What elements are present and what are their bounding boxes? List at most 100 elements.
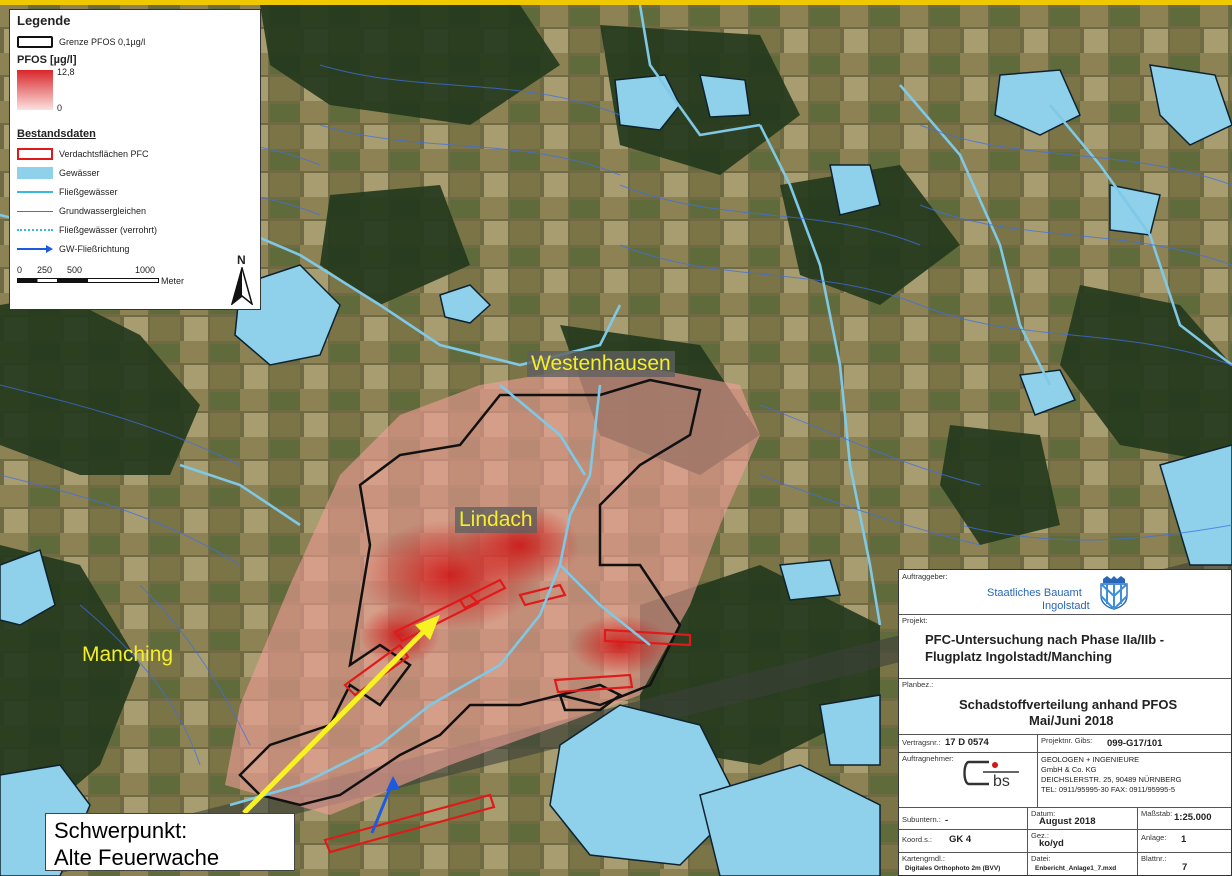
legend-water-label: Gewässer bbox=[59, 168, 100, 178]
contractor-line-3: DEICHSLERSTR. 25, 90489 NÜRNBERG bbox=[1041, 775, 1182, 784]
legend-row-gw-direction: GW-Fließrichtung bbox=[17, 243, 129, 255]
project-line-1: PFC-Untersuchung nach Phase IIa/IIb - bbox=[925, 632, 1165, 647]
gw-flow-arrow bbox=[370, 776, 400, 834]
scale-unit: Meter bbox=[161, 276, 185, 286]
gibs-logo-icon: bs bbox=[963, 760, 1019, 790]
scale-tick-0: 0 bbox=[17, 265, 23, 275]
divider bbox=[1037, 752, 1038, 807]
top-border bbox=[0, 0, 1232, 5]
coord-row bbox=[899, 829, 1231, 830]
stream-symbol bbox=[17, 186, 53, 198]
legend-stream-piped-label: Fließgewässer (verrohrt) bbox=[59, 225, 158, 235]
water-bodies bbox=[0, 64, 1232, 876]
scale-value: 1:25.000 bbox=[1174, 812, 1212, 823]
callout-line-2: Alte Feuerwache bbox=[54, 845, 220, 870]
coord-value: GK 4 bbox=[949, 834, 972, 845]
scale-tick-500: 500 bbox=[67, 265, 83, 275]
map-legend: Legende Grenze PFOS 0,1µg/l PFOS [µg/l] … bbox=[9, 9, 261, 310]
client-name-1: Staatliches Bauamt bbox=[987, 587, 1082, 599]
gw-direction-arrow-icon bbox=[17, 243, 53, 255]
callout-line-1: Schwerpunkt: bbox=[54, 818, 188, 843]
sheet-value: 7 bbox=[1182, 862, 1188, 873]
place-label-lindach: Lindach bbox=[455, 507, 537, 533]
legend-row-boundary: Grenze PFOS 0,1µg/l bbox=[17, 36, 145, 48]
legend-row-suspect: Verdachtsflächen PFC bbox=[17, 148, 149, 160]
title-block: Auftraggeber: Staatliches Bauamt Ingolst… bbox=[898, 569, 1232, 876]
pfos-boundary-line bbox=[238, 378, 702, 807]
project-cell bbox=[899, 614, 1231, 684]
legend-gw-direction-label: GW-Fließrichtung bbox=[59, 244, 130, 254]
bavaria-coat-of-arms-icon bbox=[1100, 576, 1128, 610]
hotspot-callout: Schwerpunkt: Alte Feuerwache bbox=[45, 813, 295, 871]
pfos-boundary-line-small bbox=[558, 683, 623, 712]
project-number: 099-G17/101 bbox=[1107, 738, 1163, 749]
north-label: N bbox=[237, 253, 246, 267]
date-label: Datum: bbox=[1031, 809, 1056, 818]
place-label-manching: Manching bbox=[82, 643, 174, 666]
north-arrow-icon bbox=[231, 267, 253, 305]
legend-row-gw-contours: Grundwassergleichen bbox=[17, 205, 146, 217]
drawn-value: ko/yd bbox=[1039, 838, 1064, 849]
legend-row-water: Gewässer bbox=[17, 167, 100, 179]
plan-cell bbox=[899, 678, 1231, 679]
sub-row bbox=[899, 807, 1231, 808]
contract-label: Vertragsnr.: bbox=[902, 738, 941, 747]
contractor-row bbox=[899, 752, 1231, 753]
place-label-westenhausen: Westenhausen bbox=[527, 351, 675, 377]
legend-title: Legende bbox=[17, 13, 71, 28]
base-row bbox=[899, 852, 1231, 853]
gw-contour-symbol bbox=[17, 205, 53, 217]
base-label: Kartengrndl.: bbox=[902, 854, 945, 863]
water-body-symbol bbox=[17, 167, 53, 179]
plan-line-2: Mai/Juni 2018 bbox=[1029, 713, 1114, 728]
legend-pfos-title: PFOS [µg/l] bbox=[17, 54, 77, 66]
svg-text:bs: bs bbox=[993, 773, 1010, 790]
pfos-max-label: 12,8 bbox=[57, 67, 75, 77]
scale-bar-graphic bbox=[17, 278, 159, 283]
contract-number: 17 D 0574 bbox=[945, 737, 989, 748]
scale-label: Maßstab: bbox=[1141, 809, 1173, 818]
streams bbox=[0, 5, 1232, 807]
legend-section-title: Bestandsdaten bbox=[17, 128, 96, 140]
divider bbox=[1137, 807, 1138, 875]
project-line-2: Flugplatz Ingolstadt/Manching bbox=[925, 649, 1113, 664]
legend-stream-label: Fließgewässer bbox=[59, 187, 118, 197]
drawn-label: Gez.: bbox=[1031, 831, 1049, 840]
boundary-symbol bbox=[17, 36, 53, 48]
scale-tick-250: 250 bbox=[37, 265, 53, 275]
sheet-label: Blattnr.: bbox=[1141, 854, 1167, 863]
annex-label: Anlage: bbox=[1141, 833, 1167, 842]
contractor-line-2: GmbH & Co. KG bbox=[1041, 765, 1097, 774]
forest-areas bbox=[0, 5, 1232, 835]
project-label: Projekt: bbox=[902, 616, 928, 625]
divider bbox=[1027, 807, 1028, 875]
pfos-hotspots bbox=[360, 505, 670, 675]
pfos-gradient-swatch bbox=[17, 70, 53, 110]
legend-gw-contours-label: Grundwassergleichen bbox=[59, 206, 147, 216]
suspect-area-symbol bbox=[17, 148, 53, 160]
contract-row bbox=[899, 734, 1231, 735]
contractor-line-1: GEOLOGEN + INGENIEURE bbox=[1041, 755, 1140, 764]
suspect-areas bbox=[323, 578, 692, 854]
plan-label: Planbez.: bbox=[902, 680, 934, 689]
plan-line-1: Schadstoffverteilung anhand PFOS bbox=[959, 697, 1178, 712]
contractor-label: Auftragnehmer: bbox=[902, 754, 954, 763]
client-name-2: Ingolstadt bbox=[1042, 600, 1090, 612]
sub-label: Subuntern.: bbox=[902, 815, 941, 824]
date-value: August 2018 bbox=[1039, 816, 1096, 827]
legend-boundary-label: Grenze PFOS 0,1µg/l bbox=[59, 37, 146, 47]
annex-value: 1 bbox=[1181, 834, 1187, 845]
divider bbox=[1037, 734, 1038, 752]
pfos-min-label: 0 bbox=[57, 103, 63, 113]
client-label: Auftraggeber: bbox=[902, 572, 948, 581]
scale-tick-1000: 1000 bbox=[135, 265, 156, 275]
file-value: Enbericht_Anlage1_7.mxd bbox=[1035, 865, 1117, 872]
project-number-label: Projektnr. Gibs: bbox=[1041, 736, 1093, 745]
legend-row-stream: Fließgewässer bbox=[17, 186, 118, 198]
file-label: Datei: bbox=[1031, 854, 1051, 863]
hotspot-pointer-arrow bbox=[242, 615, 440, 815]
coord-label: Koord.s.: bbox=[902, 835, 933, 844]
scale-bar: 0 250 500 1000 Meter bbox=[17, 263, 197, 295]
base-value: Digitales Orthophoto 2m (BVV) bbox=[905, 865, 1001, 872]
contractor-line-4: TEL: 0911/95995-30 FAX: 0911/95995-5 bbox=[1041, 785, 1175, 794]
